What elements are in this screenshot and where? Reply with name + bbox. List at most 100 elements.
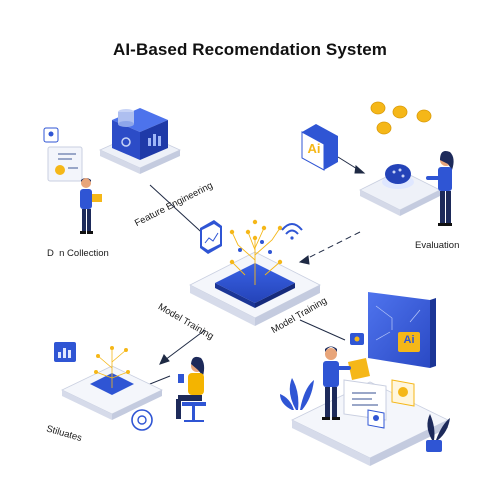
node-b3 — [260, 240, 264, 244]
center-platform-inner-side — [215, 283, 255, 308]
plant-icon — [280, 378, 314, 410]
person4-head — [325, 348, 337, 360]
tree-branch-3 — [247, 231, 256, 251]
training-card-icon — [398, 387, 408, 397]
sim-nodes — [94, 346, 130, 374]
dashboard-line — [204, 232, 219, 244]
circuit-1 — [375, 305, 393, 330]
person1-leg-l — [82, 209, 86, 231]
plant-right-leaf-2 — [436, 418, 450, 440]
document-card-large — [47, 146, 83, 182]
sim-node-5 — [126, 370, 130, 374]
sim-branch-4 — [111, 371, 129, 379]
wifi-arc-1 — [281, 223, 303, 231]
device-dot-1 — [392, 170, 396, 174]
person1-tablet — [92, 194, 102, 202]
arrowhead-eval — [298, 255, 310, 265]
person3-chair-leg — [192, 406, 195, 420]
sim-node-1 — [96, 354, 100, 358]
person3-shin — [176, 399, 181, 419]
center-platform-base-side-r — [255, 285, 320, 326]
monitor-ai-badge — [398, 332, 420, 352]
person2-leg-r — [446, 191, 451, 223]
person2-arm — [426, 176, 440, 180]
sim-branch-1 — [97, 355, 113, 369]
device-dot-3 — [401, 174, 405, 178]
person1-head — [81, 178, 91, 188]
person3-chair — [182, 402, 206, 406]
diagram-title: AI-Based Recomendation System — [112, 40, 388, 59]
monitor-frame-side — [430, 298, 436, 368]
tree-nodes — [229, 219, 283, 265]
tree-branch-4 — [254, 227, 265, 249]
person4-shoe-r — [332, 417, 340, 420]
sim-branch-2 — [111, 349, 127, 363]
person4-arm — [337, 366, 351, 370]
training-doc-line-1 — [352, 392, 376, 394]
sim-node-2 — [124, 348, 128, 352]
coin-icon — [370, 101, 432, 135]
doc-line-1 — [58, 153, 76, 155]
tree-branch-2 — [254, 227, 281, 256]
coin-1 — [370, 101, 386, 115]
person4-shoe-l — [322, 417, 330, 420]
person1-shoe-r — [87, 231, 93, 234]
sim-node-3 — [110, 346, 114, 350]
person-trainer — [322, 346, 351, 420]
sim-node-4 — [94, 370, 98, 374]
plant-right-leaf-1 — [427, 414, 435, 440]
coin-2 — [392, 105, 408, 119]
data-collection-group — [43, 108, 181, 234]
wifi-arc-2 — [285, 229, 299, 235]
node-6 — [229, 259, 235, 265]
data-platform-side-left — [100, 150, 140, 174]
doc-avatar — [55, 165, 65, 175]
training-group — [280, 292, 450, 466]
gear-chat-icon — [131, 409, 153, 431]
person1-shoe-l — [80, 231, 86, 234]
ai-badge-text: Ai — [307, 141, 321, 156]
arrowhead-ai-eval — [354, 165, 366, 174]
plant-left-leaf-2 — [300, 380, 314, 410]
sim-chart-bar-1 — [58, 352, 61, 358]
training-doc-line-2 — [352, 398, 372, 400]
plant-right — [426, 414, 450, 452]
person3-legs — [178, 395, 202, 401]
training-platform-side-l — [292, 420, 370, 466]
person1-leg-r — [87, 209, 91, 231]
node-2 — [277, 225, 283, 231]
person3-phone — [178, 374, 184, 383]
ai-chip-face — [301, 131, 325, 171]
person2-shoe — [438, 223, 452, 226]
server-chart-bars — [148, 138, 151, 146]
tree-nodes-blue — [238, 240, 272, 254]
wifi-signal-icon — [281, 223, 303, 235]
person4-hair — [325, 346, 337, 352]
circuit-3 — [409, 309, 421, 323]
node-5 — [252, 235, 258, 241]
doc-line-3 — [68, 167, 78, 169]
connector-eval-to-center — [299, 231, 361, 263]
sim-platform-side-l — [62, 390, 112, 420]
laptop-icon — [348, 358, 370, 380]
evaluation-group — [301, 101, 454, 226]
circuit-2 — [375, 331, 391, 341]
coin-3 — [416, 109, 432, 123]
tree-branch-1 — [231, 231, 256, 261]
node-b1 — [238, 248, 242, 252]
plant-left-leaf-3 — [280, 394, 294, 410]
person-simulator — [176, 356, 206, 422]
network-graph-icon — [385, 164, 411, 184]
network-tree — [231, 227, 281, 285]
device-dot-2 — [398, 168, 402, 172]
sim-network — [95, 349, 129, 388]
doc-card-avatar — [48, 131, 54, 137]
db-cylinder-bottom — [118, 121, 134, 127]
person2-hair — [440, 151, 454, 170]
node-4 — [261, 225, 267, 231]
doc-line-2 — [58, 158, 72, 160]
person2-leg-l — [440, 191, 445, 223]
label-evaluation: Evaluation — [415, 240, 460, 251]
tree-branch-6 — [264, 261, 281, 276]
